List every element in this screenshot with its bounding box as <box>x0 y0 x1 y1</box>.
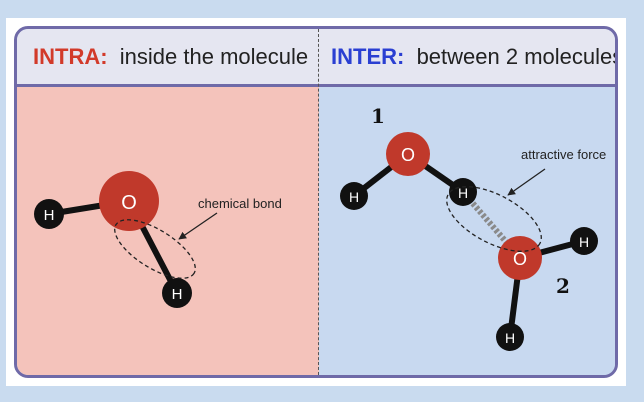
molecule-art: O H H chemical bond O H H O <box>34 104 606 351</box>
oxygen-symbol: O <box>513 249 527 269</box>
bond-highlight-ellipse <box>114 219 196 279</box>
force-highlight-ellipse <box>446 186 542 252</box>
attractive-force-label: attractive force <box>521 147 606 162</box>
intra-molecule: O H H chemical bond <box>34 171 282 308</box>
oxygen-atom <box>99 171 159 231</box>
inter-molecules: O H H O H H attractive force 1 2 <box>340 104 606 351</box>
hydrogen-symbol: H <box>172 286 183 303</box>
oxygen-atom <box>498 236 542 280</box>
diagram-panel: INTRA: inside the molecule INTER: betwee… <box>14 26 618 378</box>
hydrogen-symbol: H <box>505 330 515 346</box>
oxygen-symbol: O <box>401 145 415 165</box>
force-pointer-arrow <box>507 168 546 196</box>
hydrogen-atom <box>449 178 477 206</box>
oxygen-symbol: O <box>121 192 137 214</box>
hydrogen-atom <box>34 199 64 229</box>
hydrogen-symbol: H <box>44 207 55 224</box>
panel-divider <box>318 29 319 375</box>
intra-description: inside the molecule <box>119 44 309 69</box>
inter-keyword: INTER: <box>331 44 405 69</box>
bond-pointer-arrow <box>178 212 218 240</box>
inter-description: between 2 molecules <box>416 44 618 69</box>
hydrogen-atom <box>340 182 368 210</box>
chemical-bond-label: chemical bond <box>198 196 282 211</box>
molecule-1-number: 1 <box>371 104 385 128</box>
intra-keyword: INTRA: <box>33 44 108 69</box>
hydrogen-symbol: H <box>579 234 589 250</box>
molecule-2-number: 2 <box>556 274 570 298</box>
intra-panel <box>17 87 319 375</box>
header-bar: INTRA: inside the molecule INTER: betwee… <box>17 29 615 87</box>
intra-heading: INTRA: inside the molecule <box>33 29 308 84</box>
inter-panel <box>319 87 615 375</box>
hydrogen-atom <box>570 227 598 255</box>
inter-heading: INTER: between 2 molecules <box>331 29 618 84</box>
hydrogen-symbol: H <box>349 189 359 205</box>
hydrogen-atom <box>496 323 524 351</box>
hydrogen-atom <box>162 278 192 308</box>
hydrogen-symbol: H <box>458 185 468 201</box>
oxygen-atom <box>386 132 430 176</box>
